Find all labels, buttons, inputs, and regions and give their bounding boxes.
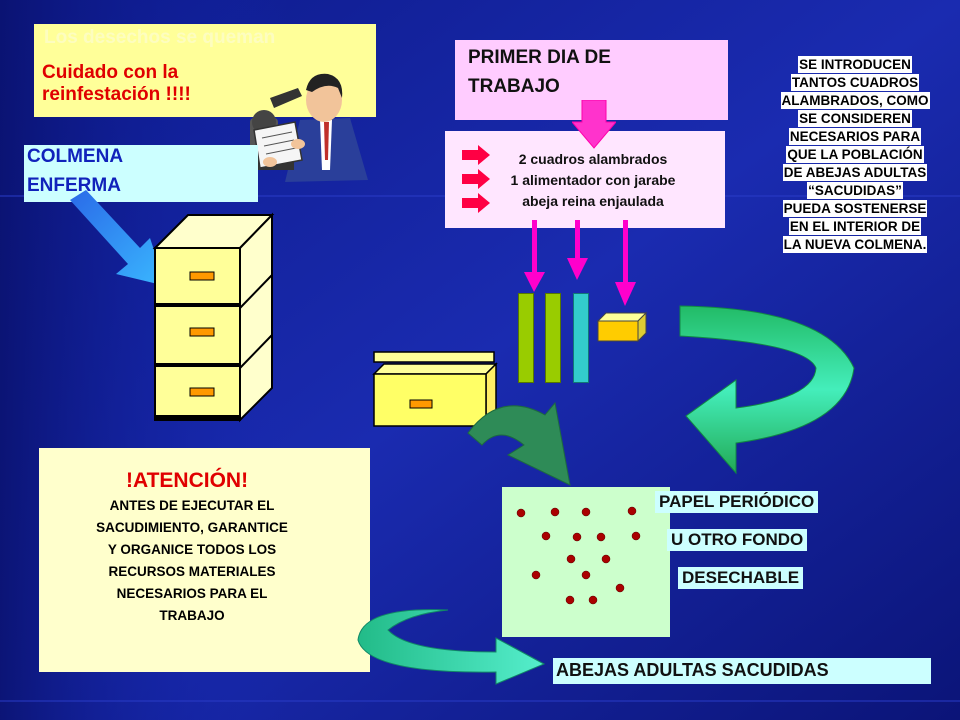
- note-line: SE INTRODUCEN: [798, 56, 912, 73]
- item-feeder: 1 alimentador con jarabe: [510, 172, 676, 188]
- new-hive-box-icon: [372, 351, 498, 428]
- attention-line: Y ORGANICE TODOS LOS: [107, 542, 277, 557]
- arrow-down-icon: [572, 100, 616, 149]
- sick-hive-line2: ENFERMA: [27, 175, 121, 196]
- note-line: PUEDA SOSTENERSE: [782, 200, 928, 217]
- note-line: “SACUDIDAS”: [807, 182, 903, 199]
- note-line: DE ABEJAS ADULTAS: [782, 164, 928, 181]
- arrow-down-icon: [567, 220, 588, 280]
- note-block: SE INTRODUCEN TANTOS CUADROS ALAMBRADOS,…: [754, 56, 956, 253]
- paper-label: PAPEL PERIÓDICO: [655, 491, 819, 513]
- arrow-down-icon: [615, 220, 636, 306]
- item-frames: 2 cuadros alambrados: [518, 151, 668, 167]
- bee-dot-icon: [631, 531, 641, 541]
- bee-dot-icon: [627, 506, 637, 516]
- warning-title: Los desechos se queman: [44, 27, 276, 48]
- item-queen: abeja reina enjaulada: [522, 193, 664, 209]
- shaken-bees-label: ABEJAS ADULTAS SACUDIDAS: [556, 660, 829, 680]
- first-day-line2: TRABAJO: [468, 76, 560, 97]
- paper-label: DESECHABLE: [678, 567, 804, 589]
- attention-line: ANTES DE EJECUTAR EL: [109, 498, 275, 513]
- attention-line: SACUDIMIENTO, GARANTICE: [96, 520, 288, 535]
- bee-dot-icon: [572, 532, 582, 542]
- note-line: EN EL INTERIOR DE: [788, 218, 922, 235]
- curved-arrow-icon: [467, 401, 571, 486]
- note-line: QUE LA POBLACIÓN: [786, 146, 924, 163]
- bee-dot-icon: [516, 508, 526, 518]
- bee-dot-icon: [588, 595, 598, 605]
- note-line: LA NUEVA COLMENA.: [782, 236, 928, 253]
- bee-dot-icon: [601, 554, 611, 564]
- frame-icon: [518, 293, 534, 383]
- attention-title: !ATENCIÓN!: [126, 469, 249, 492]
- bee-dot-icon: [541, 531, 551, 541]
- arrow-right-icon: [462, 145, 490, 165]
- sick-hive-label: [24, 145, 258, 202]
- first-day-line1: PRIMER DIA DE: [468, 47, 611, 68]
- bee-dot-icon: [615, 583, 625, 593]
- note-line: SE CONSIDEREN: [798, 110, 912, 127]
- paper-label: U OTRO FONDO: [667, 529, 808, 551]
- frame-icon: [573, 293, 589, 383]
- magenta-arrows: [524, 220, 636, 306]
- attention-line: TRABAJO: [159, 608, 225, 623]
- bee-dot-icon: [565, 595, 575, 605]
- shaken-bees-label-bg: [553, 658, 931, 684]
- bullet-arrows: [462, 145, 490, 213]
- curved-arrow-icon: [357, 609, 546, 685]
- arrow-down-icon: [524, 220, 545, 292]
- filing-cabinet-hive-icon: [152, 212, 275, 423]
- bee-dot-icon: [581, 507, 591, 517]
- attention-line: NECESARIOS PARA EL: [116, 586, 268, 601]
- sick-hive-line1: COLMENA: [27, 146, 124, 167]
- note-line: TANTOS CUADROS: [790, 74, 920, 91]
- bee-dot-icon: [581, 570, 591, 580]
- curved-arrow-icon: [679, 305, 855, 475]
- frame-icon: [545, 293, 561, 383]
- feeder-icon: [596, 311, 648, 343]
- note-line: NECESARIOS PARA: [788, 128, 922, 145]
- person-with-microscope-icon: [244, 73, 368, 182]
- attention-box: [39, 448, 370, 672]
- items-box: [445, 131, 725, 228]
- bee-dot-icon: [531, 570, 541, 580]
- arrow-down-right-icon: [70, 190, 166, 286]
- arrow-right-icon: [462, 169, 490, 189]
- bee-dot-icon: [596, 532, 606, 542]
- shaken-bees: [516, 506, 641, 605]
- attention-line: RECURSOS MATERIALES: [108, 564, 276, 579]
- arrow-right-icon: [462, 193, 490, 213]
- bee-dot-icon: [566, 554, 576, 564]
- note-line: ALAMBRADOS, COMO: [780, 92, 930, 109]
- warning-text: Cuidado con la reinfestación !!!!: [42, 62, 191, 105]
- bee-dot-icon: [550, 507, 560, 517]
